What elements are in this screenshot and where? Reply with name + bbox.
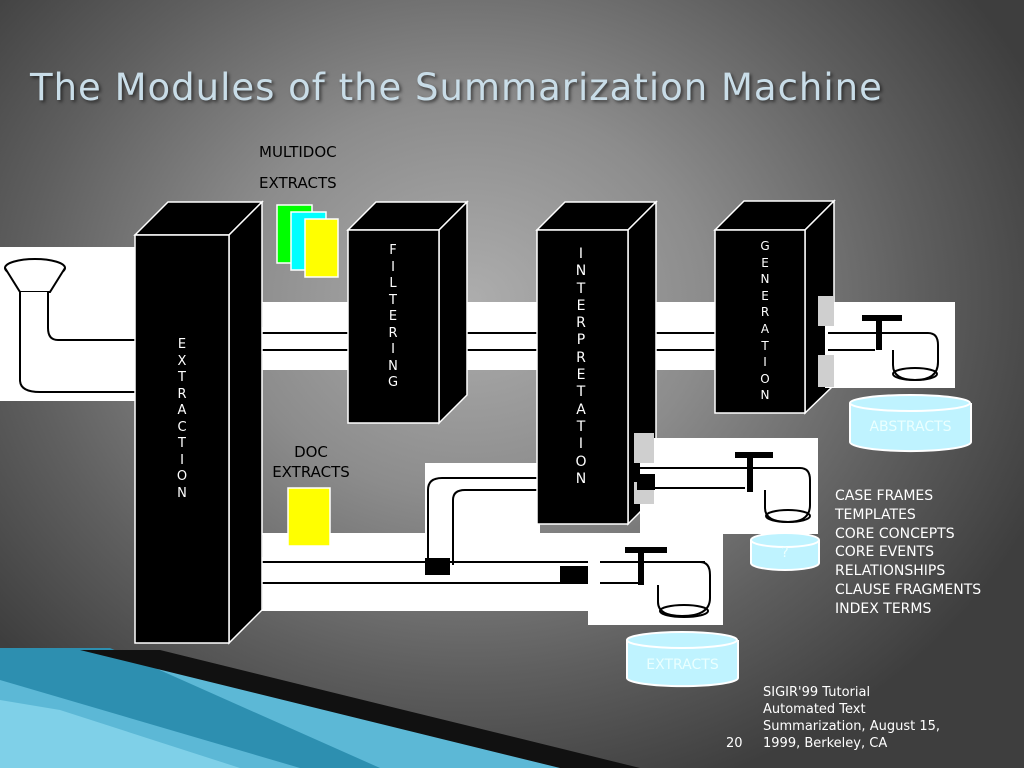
interpretation-letter: R xyxy=(576,315,586,332)
interpretation-letter: E xyxy=(576,297,586,314)
extraction-letter: C xyxy=(177,419,187,435)
interpretation-letter: T xyxy=(576,418,586,435)
interpretation-letter: N xyxy=(575,470,587,487)
generation-letter: E xyxy=(761,288,769,303)
footer-line: 1999, Berkeley, CA xyxy=(763,736,888,751)
filtering-module-shape xyxy=(346,200,469,425)
filtering-letter: I xyxy=(391,342,395,357)
extraction-letter: A xyxy=(177,403,187,418)
interpretation-letter: P xyxy=(576,332,586,349)
page-number: 20 xyxy=(726,736,743,751)
generation-letter: I xyxy=(763,355,767,370)
slide-title: The Modules of the Summarization Machine xyxy=(30,66,883,109)
faucet-extraction xyxy=(588,533,723,625)
interpretation-letter: O xyxy=(575,453,587,470)
generation-letter: N xyxy=(760,388,770,403)
footer-citation: SIGIR'99 Tutorial Automated Text Summari… xyxy=(763,684,940,752)
extraction-letter: N xyxy=(177,485,187,501)
extraction-module-shape xyxy=(133,200,264,645)
extracts-cylinder xyxy=(626,631,739,688)
filtering-letter: F xyxy=(389,243,397,258)
generation-letter: R xyxy=(760,305,770,320)
filtering-letter: I xyxy=(391,259,395,275)
doc-document xyxy=(287,487,331,547)
unknown-output-label: ? xyxy=(781,545,789,561)
interpretation-letter: E xyxy=(576,367,586,384)
multidoc-label-line2: EXTRACTS xyxy=(259,174,337,192)
generation-letter: E xyxy=(761,255,769,270)
extracts-label: EXTRACTS xyxy=(646,657,719,673)
interpretation-letter: I xyxy=(578,436,584,453)
footer-line: Summarization, August 15, xyxy=(763,719,940,734)
filtering-letter: G xyxy=(387,375,399,390)
extraction-letter: E xyxy=(177,337,187,352)
interpretation-letter: R xyxy=(576,349,586,366)
interpretation-letter: I xyxy=(578,246,584,262)
list-item: CORE CONCEPTS xyxy=(835,525,955,542)
extraction-letter: T xyxy=(178,370,186,385)
extraction-letter: T xyxy=(178,436,186,451)
decorative-swoosh xyxy=(0,648,640,768)
doc-label-line2: EXTRACTS xyxy=(272,463,350,481)
faucet-abstracts xyxy=(818,296,955,388)
multidoc-documents xyxy=(276,204,339,278)
list-item: CASE FRAMES xyxy=(835,488,934,504)
extraction-letter: O xyxy=(176,469,188,484)
generation-letter: O xyxy=(760,371,770,386)
filtering-letter: R xyxy=(388,325,398,341)
filtering-letter: T xyxy=(389,292,397,308)
interpretation-letter: T xyxy=(576,384,586,401)
abstracts-label: ABSTRACTS xyxy=(869,419,952,435)
list-item: CORE EVENTS xyxy=(835,544,934,561)
interpretation-letter: A xyxy=(576,401,586,418)
list-item: TEMPLATES xyxy=(835,506,916,523)
generation-letter: G xyxy=(760,239,770,253)
extraction-letter: I xyxy=(180,452,184,468)
doc-label-line1: DOC xyxy=(294,443,328,461)
list-item: CLAUSE FRAGMENTS xyxy=(835,581,982,598)
footer-line: SIGIR'99 Tutorial xyxy=(763,685,871,700)
unknown-cylinder xyxy=(750,532,820,571)
list-item: RELATIONSHIPS xyxy=(835,563,946,580)
list-item: INDEX TERMS xyxy=(835,600,932,617)
generation-letter: A xyxy=(760,321,770,336)
interpretation-letter: T xyxy=(576,280,586,297)
representations-list: CASE FRAMES TEMPLATES CORE CONCEPTS CORE… xyxy=(835,487,981,619)
interpretation-letter: N xyxy=(575,263,587,280)
input-funnel xyxy=(0,247,139,401)
extraction-letter: X xyxy=(177,353,187,369)
footer-line: Automated Text xyxy=(763,702,866,717)
generation-letter: T xyxy=(761,338,769,353)
multidoc-label-line1: MULTIDOC xyxy=(259,143,337,161)
filtering-letter: L xyxy=(389,276,397,291)
filtering-letter: N xyxy=(388,358,398,374)
extraction-letter: R xyxy=(177,386,187,402)
faucet-interpretation xyxy=(634,433,818,534)
abstracts-cylinder xyxy=(849,394,972,453)
filtering-letter: E xyxy=(388,309,398,324)
generation-letter: N xyxy=(760,272,770,287)
